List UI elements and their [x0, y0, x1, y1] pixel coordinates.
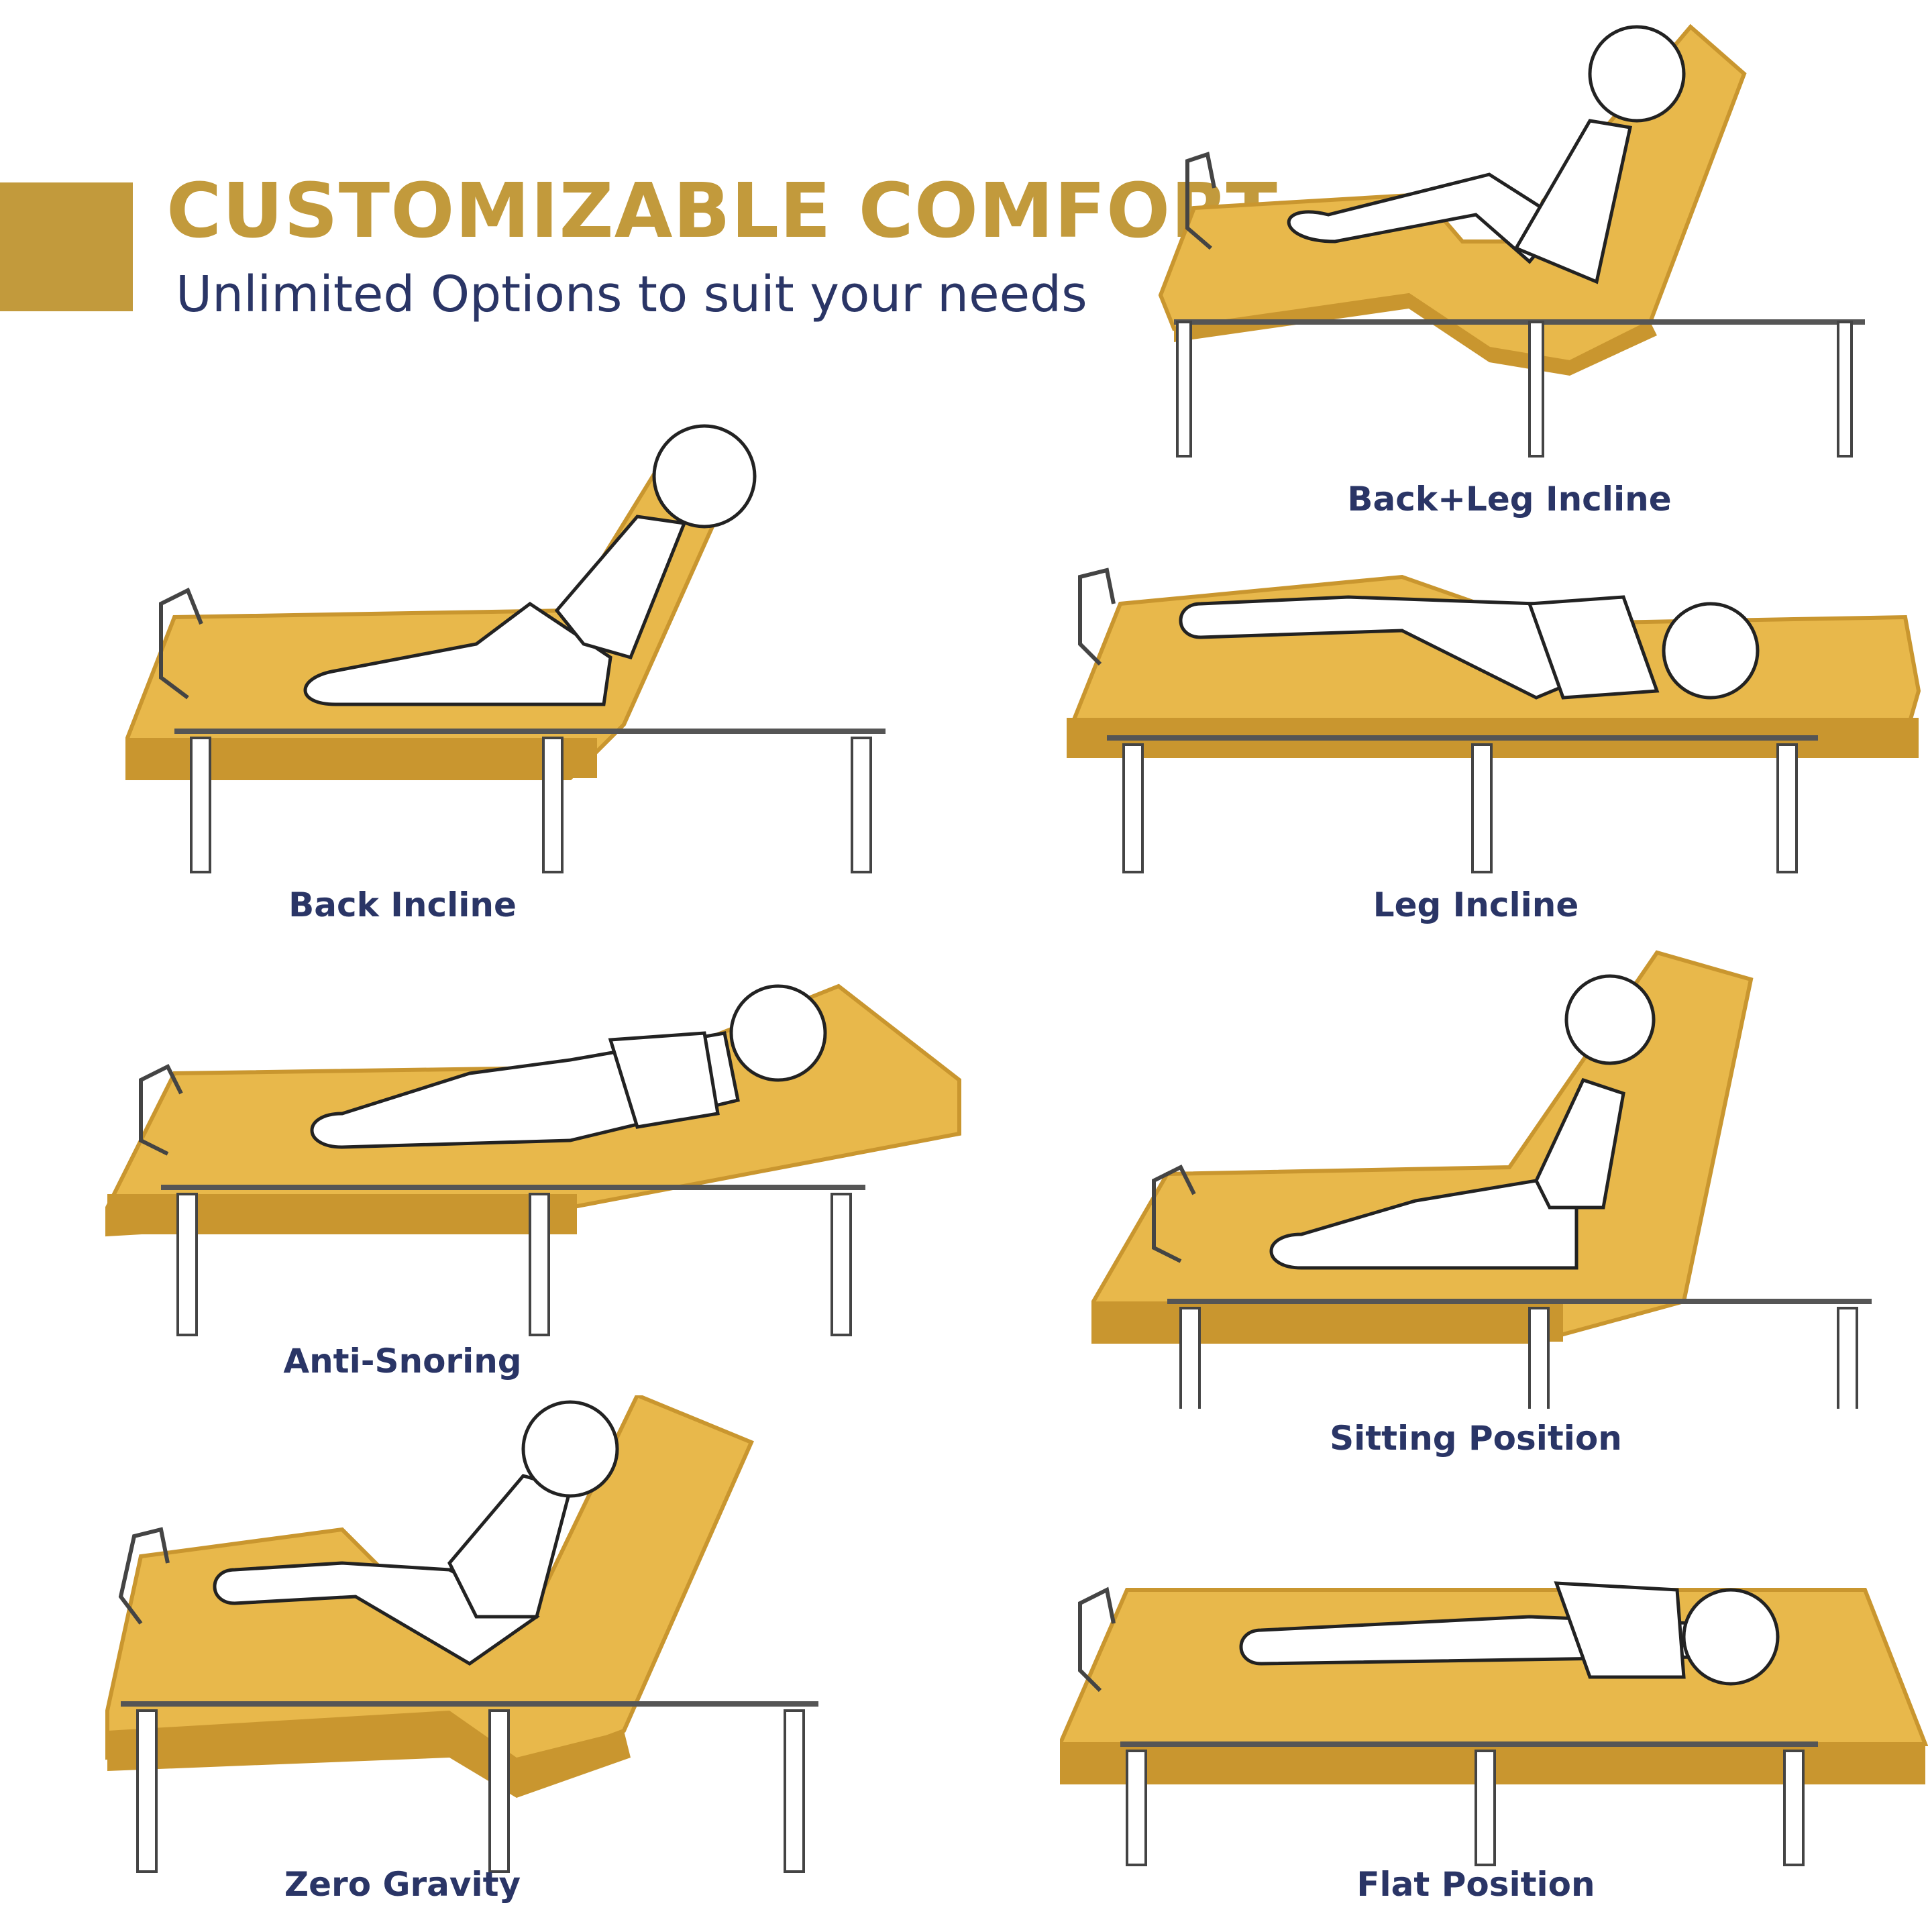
position-sitting: Sitting Position [1067, 926, 1928, 1462]
caption-sitting-position: Sitting Position [1330, 1419, 1622, 1458]
zero-gravity-illustration [105, 1395, 818, 1873]
position-back-incline: Back Incline [101, 402, 973, 939]
back-incline-illustration [125, 424, 886, 873]
caption-flat-position: Flat Position [1356, 1865, 1595, 1904]
position-zero-gravity: Zero Gravity [101, 1395, 973, 1932]
position-anti-snoring: Anti-Snoring [101, 872, 973, 1409]
page-subtitle: Unlimited Options to suit your needs [176, 266, 1087, 323]
position-leg-incline: Leg Incline [1067, 402, 1928, 939]
back-leg-incline-illustration [1158, 23, 1865, 458]
page-title: CUSTOMIZABLE COMFORT [166, 168, 1278, 255]
caption-leg-incline: Leg Incline [1373, 885, 1579, 924]
accent-block [0, 182, 133, 311]
flat-position-illustration [1060, 1581, 1928, 1866]
position-back-leg-incline: Back+Leg Incline [1073, 0, 1928, 537]
anti-snoring-illustration [105, 983, 961, 1336]
caption-zero-gravity: Zero Gravity [284, 1865, 521, 1904]
sitting-position-illustration [1091, 950, 1872, 1409]
position-flat: Flat Position [1060, 1395, 1928, 1932]
caption-anti-snoring: Anti-Snoring [283, 1342, 522, 1381]
caption-back-incline: Back Incline [288, 885, 517, 924]
caption-back-leg-incline: Back+Leg Incline [1347, 480, 1672, 519]
leg-incline-illustration [1067, 568, 1921, 873]
